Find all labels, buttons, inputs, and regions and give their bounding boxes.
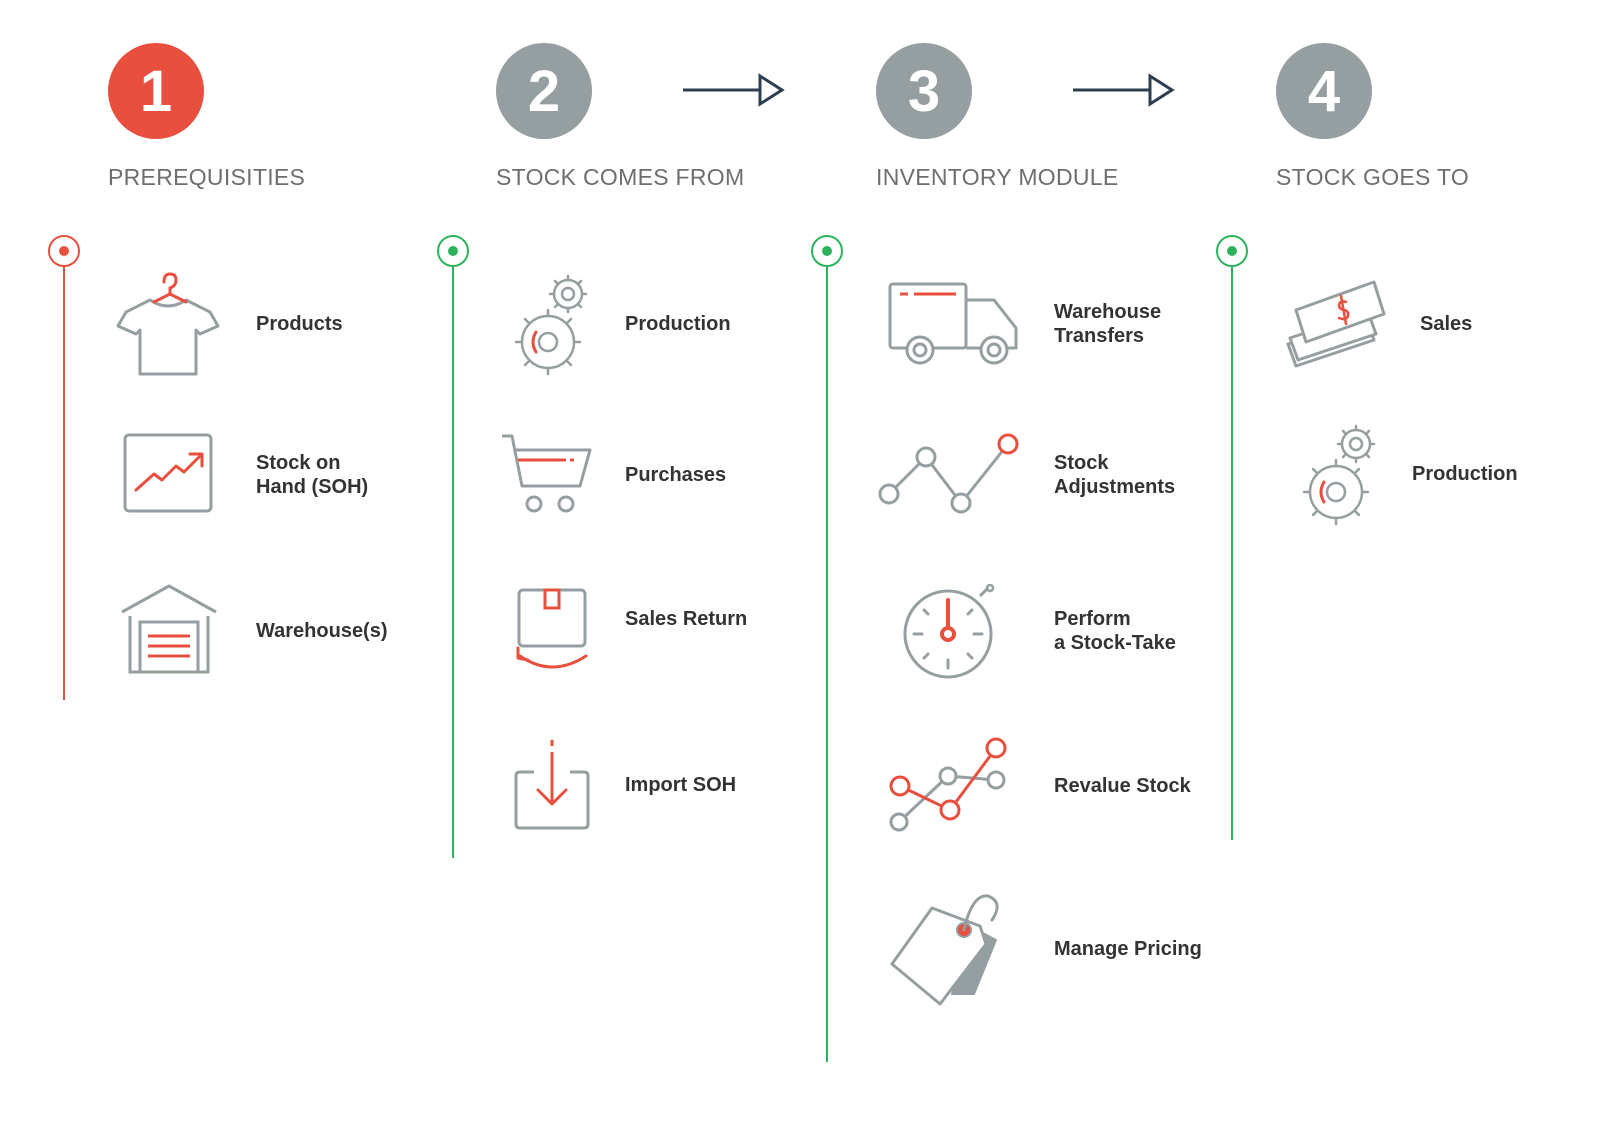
timeline-dot-1 — [48, 235, 80, 267]
arrow-icon — [683, 73, 785, 107]
step-1-title: PREREQUISITIES — [108, 164, 306, 190]
cart-icon — [502, 434, 592, 513]
item-label-warehouse-transfers: Warehouse Transfers — [1054, 301, 1162, 347]
import-icon — [514, 740, 590, 830]
item-label-import-soh: Import SOH — [625, 774, 737, 796]
truck-icon — [888, 282, 1018, 365]
item-label-products: Products — [256, 313, 343, 335]
step-1-circle: 1 — [108, 43, 204, 139]
gears-icon — [514, 274, 588, 376]
step-3-circle: 3 — [876, 43, 972, 139]
item-label-production: Production — [625, 313, 731, 335]
stopwatch-icon — [903, 584, 995, 679]
item-label-sales-return: Sales Return — [625, 608, 748, 630]
item-label-stock-on-hand: Stock on Hand (SOH) — [256, 452, 369, 498]
timeline-line-4 — [1231, 266, 1233, 840]
step-2-title: STOCK COMES FROM — [496, 164, 745, 190]
gears-icon — [1302, 424, 1376, 526]
timeline-dot-4 — [1216, 235, 1248, 267]
revalue-graph-icon — [889, 737, 1007, 832]
line-graph-icon — [878, 433, 1019, 514]
tshirt-icon — [116, 272, 220, 376]
item-label-sales: Sales — [1420, 313, 1473, 335]
warehouse-icon — [121, 584, 217, 674]
chart-monitor-icon — [123, 433, 213, 513]
item-label-revalue-stock: Revalue Stock — [1054, 775, 1191, 797]
arrow-icon — [1073, 73, 1175, 107]
box-return-icon — [516, 588, 588, 669]
timeline-dot-3 — [811, 235, 843, 267]
item-label-purchases: Purchases — [625, 464, 727, 486]
step-2-circle: 2 — [496, 43, 592, 139]
item-label-production-out: Production — [1412, 463, 1518, 485]
timeline-line-1 — [63, 266, 65, 700]
timeline-line-2 — [452, 266, 454, 858]
step-3-title: INVENTORY MODULE — [876, 164, 1119, 190]
step-4-title: STOCK GOES TO — [1276, 164, 1470, 190]
price-tag-icon — [890, 894, 999, 1006]
item-label-perform-stock-take: Perform a Stock-Take — [1054, 608, 1176, 654]
timeline-line-3 — [826, 266, 828, 1062]
item-label-stock-adjustments: Stock Adjustments — [1054, 452, 1176, 498]
timeline-dot-2 — [437, 235, 469, 267]
item-label-warehouses: Warehouse(s) — [256, 620, 388, 642]
item-label-manage-pricing: Manage Pricing — [1054, 938, 1202, 960]
money-icon — [1286, 280, 1386, 368]
step-4-circle: 4 — [1276, 43, 1372, 139]
